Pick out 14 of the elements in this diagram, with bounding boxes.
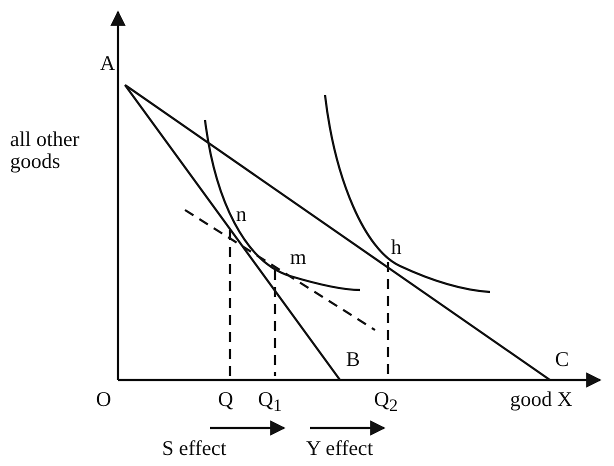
point-label: C — [555, 348, 570, 370]
quantity-label: Q$_{1}$ — [258, 388, 282, 415]
point-label: B — [346, 348, 360, 370]
point-label: h — [391, 236, 402, 258]
point-label: m — [290, 246, 306, 268]
point-label: A — [100, 52, 116, 74]
origin-label: O — [96, 388, 112, 410]
axis-label: all other goods — [10, 128, 80, 172]
quantity-label: Q$_{2}$ — [374, 388, 398, 415]
axis-label: good X — [510, 388, 572, 410]
effect-label: S effect — [162, 437, 226, 460]
effect-label: Y effect — [306, 437, 374, 460]
quantity-label: Q — [218, 388, 234, 410]
point-label: n — [236, 203, 246, 226]
